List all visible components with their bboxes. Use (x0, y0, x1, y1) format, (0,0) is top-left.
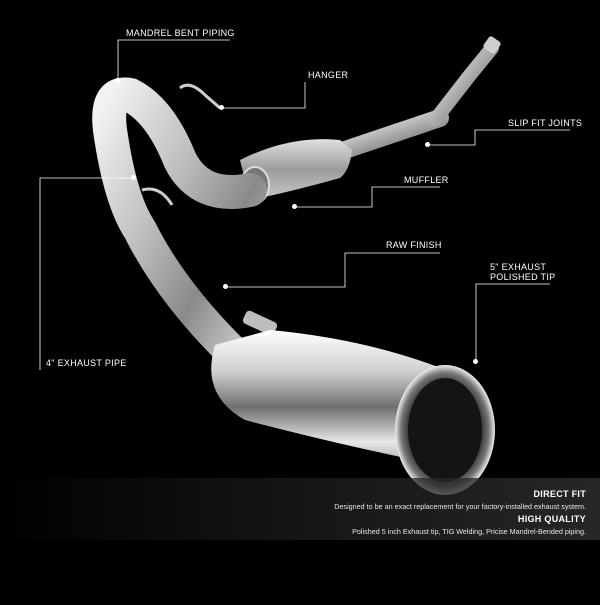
down-pipe (428, 41, 499, 127)
callout-dot-tip (473, 359, 478, 364)
feature-title-high-quality: HIGH QUALITY (517, 514, 586, 524)
feature-text-high-quality: Polished 5 inch Exhaust tip, TIG Welding… (352, 527, 586, 536)
callout-dot-hanger (219, 105, 224, 110)
leader-raw-finish (226, 252, 440, 288)
label-raw-finish: RAW FINISH (386, 240, 442, 250)
label-exhaust-pipe: 4" EXHAUST PIPE (46, 358, 127, 368)
intermediate-pipe (336, 109, 449, 159)
tip-clamp (242, 310, 278, 336)
callout-dot-raw-finish (223, 284, 228, 289)
label-hanger: HANGER (308, 70, 349, 80)
feature-title-direct-fit: DIRECT FIT (533, 489, 586, 499)
leader-slip-fit (428, 129, 570, 146)
leader-hanger (222, 82, 306, 109)
pipe-flange (483, 36, 501, 54)
hanger-bracket (179, 83, 221, 110)
label-mandrel-bent-piping: MANDREL BENT PIPING (126, 28, 235, 38)
callout-dot-slip-fit (425, 142, 430, 147)
label-muffler: MUFFLER (404, 175, 449, 185)
label-exhaust-tip-line1: 5" EXHAUST (490, 262, 547, 272)
label-slip-fit-joints: SLIP FIT JOINTS (508, 118, 583, 128)
hanger-rod (141, 187, 174, 206)
label-exhaust-tip-line2: POLISHED TIP (490, 272, 556, 282)
leader-mandrel (117, 39, 230, 80)
tip-opening (408, 378, 482, 482)
callout-dot-muffler (292, 204, 297, 209)
mandrel-bent-pipe (92, 77, 267, 367)
callout-dot-mandrel (115, 78, 120, 83)
leader-exhaust-pipe (39, 177, 134, 370)
callout-dot-exhaust-pipe (131, 175, 136, 180)
feature-text-direct-fit: Designed to be an exact replacement for … (334, 502, 586, 511)
leader-tip (475, 283, 550, 362)
feature-panel: DIRECT FIT Designed to be an exact repla… (0, 478, 600, 540)
leader-muffler (295, 186, 440, 208)
